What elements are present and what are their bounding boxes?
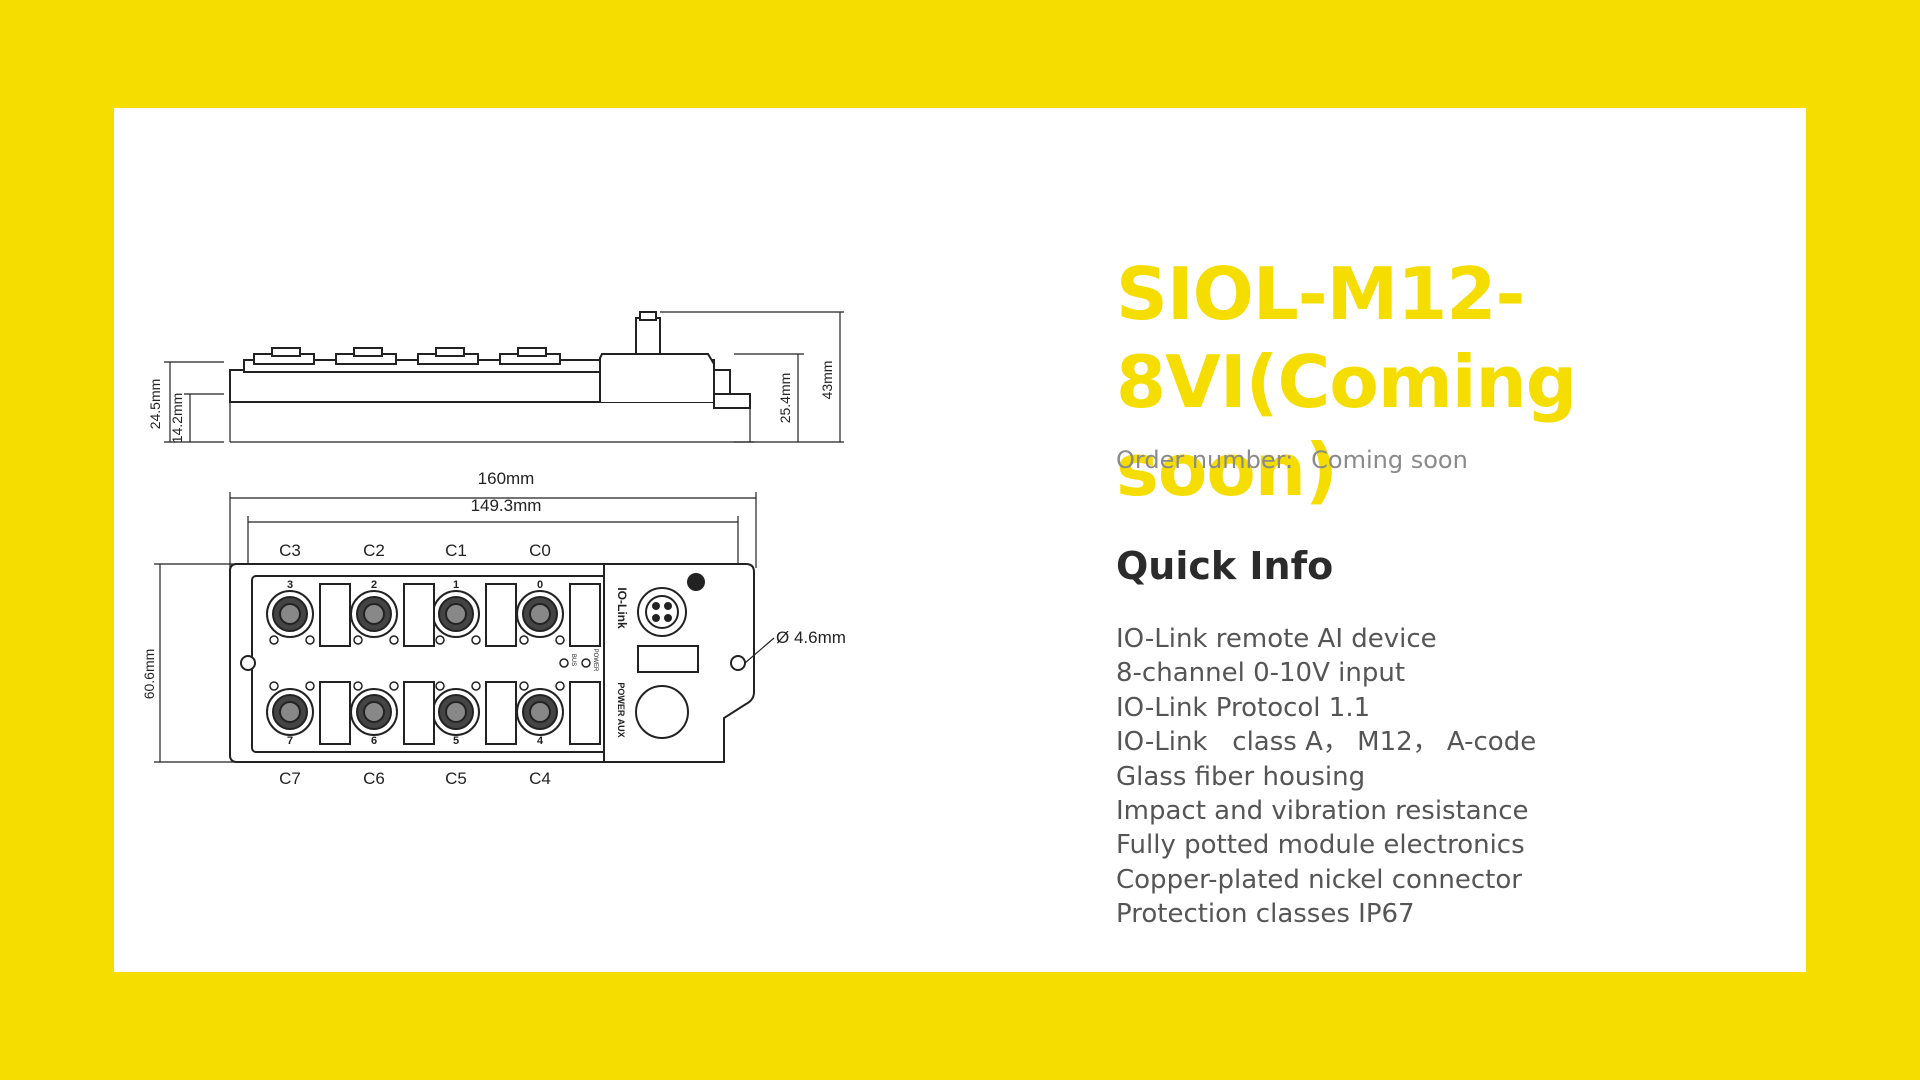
bottom-connectors <box>266 681 601 745</box>
quick-info-item: Fully potted module electronics <box>1116 830 1525 861</box>
port-label-c3: C3 <box>279 541 301 560</box>
quick-info-item: IO-Link class A， M12， A-code <box>1116 727 1537 758</box>
port-number-3: 3 <box>287 579 293 591</box>
dim-hole: Ø 4.6mm <box>776 628 846 647</box>
port-number-7: 7 <box>287 735 293 747</box>
side-view <box>164 311 844 443</box>
led-label-power: POWER <box>592 649 598 672</box>
order-number-value: Coming soon <box>1311 446 1468 474</box>
led-dots <box>269 635 591 691</box>
quick-info-item: Copper-plated nickel connector <box>1116 864 1522 895</box>
order-number-label: Order number: <box>1116 446 1294 474</box>
product-title: SIOL-M12-8VI(Coming soon) <box>1116 252 1577 512</box>
dim-width: 60.6mm <box>141 649 157 700</box>
order-number: Order number: Coming soon <box>1116 446 1468 474</box>
port-number-0: 0 <box>537 579 543 591</box>
port-number-5: 5 <box>453 735 459 747</box>
port-label-c1: C1 <box>445 541 467 560</box>
dim-height-body: 14.2mm <box>169 393 185 444</box>
quick-info-item: IO-Link Protocol 1.1 <box>1116 692 1371 723</box>
top-connectors <box>266 583 601 647</box>
port-label-c6: C6 <box>363 769 385 788</box>
dim-height-total: 24.5mm <box>147 379 163 430</box>
dimension-drawing: 24.5mm 14.2mm 25.4mm 43mm 160mm 149.3mm … <box>141 311 846 788</box>
quick-info-list: IO-Link remote AI device 8-channel 0-10V… <box>1116 622 1536 932</box>
port-number-2: 2 <box>371 579 377 591</box>
port-label-c0: C0 <box>529 541 551 560</box>
quick-info-item: Glass fiber housing <box>1116 761 1366 792</box>
port-label-c2: C2 <box>363 541 385 560</box>
quick-info-item: Impact and vibration resistance <box>1116 796 1529 827</box>
length-dimensions <box>229 492 757 568</box>
dim-length-holes: 149.3mm <box>471 496 542 515</box>
quick-info-heading: Quick Info <box>1116 544 1334 588</box>
port-number-1: 1 <box>453 579 459 591</box>
product-card: 24.5mm 14.2mm 25.4mm 43mm 160mm 149.3mm … <box>114 108 1806 972</box>
io-link-label: IO-Link <box>615 587 629 629</box>
quick-info-item: Protection classes IP67 <box>1116 899 1415 930</box>
power-aux-label: POWER AUX <box>616 682 626 737</box>
io-link-section <box>635 573 705 739</box>
dim-height-max: 43mm <box>819 361 835 400</box>
dim-height-right: 25.4mm <box>777 373 793 424</box>
port-label-c7: C7 <box>279 769 301 788</box>
quick-info-item: 8-channel 0-10V input <box>1116 658 1406 689</box>
dim-length-total: 160mm <box>478 469 535 488</box>
led-label-bus: BUS <box>570 654 576 666</box>
quick-info-item: IO-Link remote AI device <box>1116 624 1437 654</box>
port-label-c5: C5 <box>445 769 467 788</box>
port-label-c4: C4 <box>529 769 551 788</box>
port-number-4: 4 <box>537 735 544 747</box>
port-number-6: 6 <box>371 735 377 747</box>
